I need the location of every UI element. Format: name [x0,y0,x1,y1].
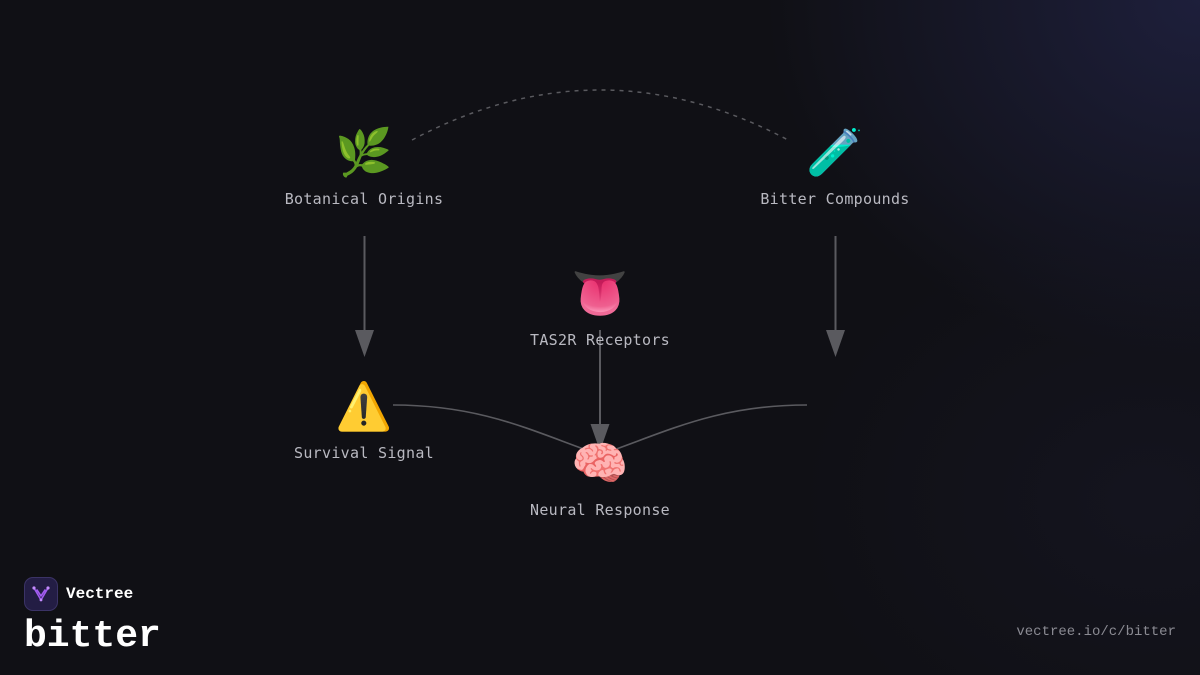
herb-icon: 🌿 [335,125,393,179]
source-url[interactable]: vectree.io/c/bitter [1016,624,1176,640]
vectree-logo-icon [24,577,58,611]
node-label: Bitter Compounds [760,190,910,208]
node-label: Survival Signal [294,444,434,462]
edge-botanical-compounds [411,89,789,141]
brand-block: Vectree bitter [24,577,161,659]
arrowhead-neural [590,424,610,451]
node-label: TAS2R Receptors [530,331,670,349]
brain-icon: 🧠 [571,436,629,490]
node-neural-response: 🧠 Neural Response [470,435,730,519]
page-title: bitter [24,615,161,658]
test-tube-icon: 🧪 [806,125,864,179]
edge-survival-neural [392,404,593,453]
node-bitter-compounds: 🧪 Bitter Compounds [705,124,965,208]
edge-compounds-neural [607,404,808,453]
warning-icon: ⚠️ [335,379,393,433]
node-botanical-origins: 🌿 Botanical Origins [234,124,494,208]
arrowhead-survival-left [355,330,374,357]
tongue-icon: 👅 [571,266,629,320]
node-tas2r-receptors: 👅 TAS2R Receptors [470,265,730,349]
brand-name: Vectree [66,585,134,603]
node-label: Botanical Origins [284,190,444,208]
node-survival-signal: ⚠️ Survival Signal [234,378,494,462]
node-label: Neural Response [530,501,670,519]
arrowhead-compounds-down [826,330,845,357]
